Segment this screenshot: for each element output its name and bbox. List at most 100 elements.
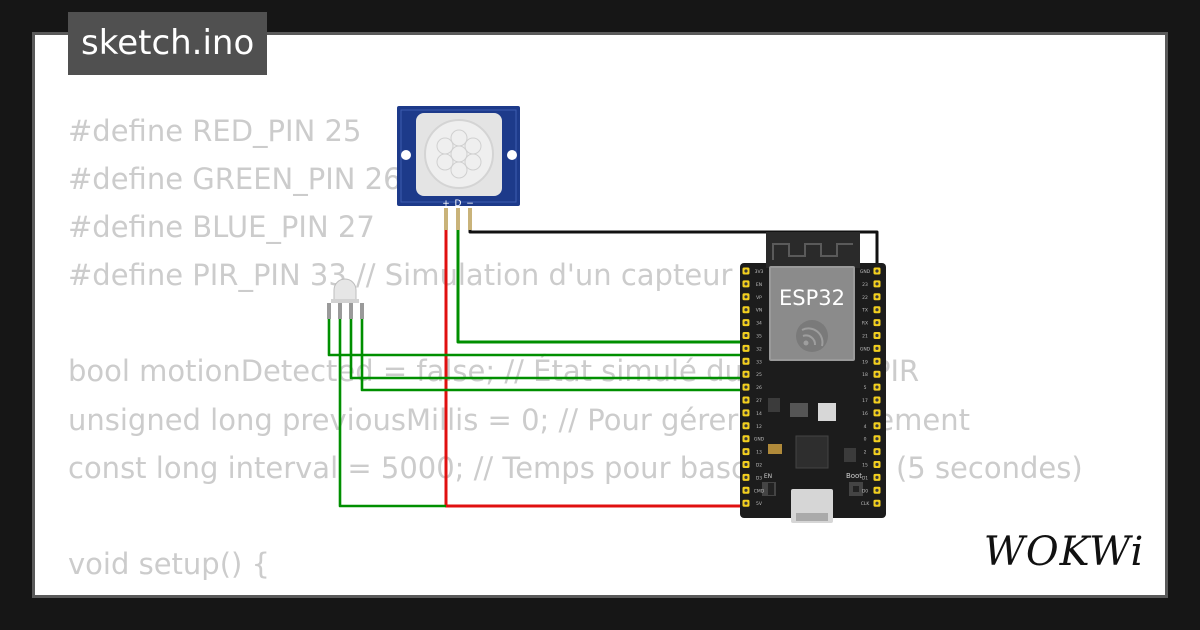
left-pin-label: D2 [756,463,762,469]
left-pin-hole [744,475,748,479]
right-pin-hole [875,333,879,338]
left-pin-hole [744,424,748,428]
right-pin-label: 17 [862,398,868,404]
left-pin-hole [744,398,748,402]
code-line: // Initialiser les broches des LED comme… [68,588,1083,596]
right-pin-hole [875,282,879,286]
right-pin-label: RX [862,321,868,327]
wokwi-logo-text: WOKWi [984,529,1145,575]
green-wire-green-led[interactable] [338,318,446,508]
code-line: #define BLUE_PIN 27 [68,210,375,245]
left-pin-hole [744,462,748,467]
right-pin-label: 23 [862,282,868,288]
board-en-label: EN [764,473,772,480]
right-pin-label: 19 [862,359,868,365]
left-pin-hole [744,333,748,338]
right-pin-label: 22 [862,295,868,301]
left-pin-label: 14 [756,411,762,417]
green-wire-red-led[interactable] [327,318,746,357]
left-pin-label: 13 [756,450,762,456]
right-pin-hole [875,372,879,376]
right-pin-hole [875,269,879,273]
pir-sensor[interactable]: + D − [397,106,520,230]
left-pin-hole [744,308,748,312]
right-pin-hole [875,437,879,441]
file-tab[interactable]: sketch.ino [68,12,268,75]
board-boot-label: Boot [846,472,862,480]
right-pin-label: D1 [862,475,868,481]
left-pin-label: 5V [756,501,763,507]
left-pin-label: 25 [756,372,762,378]
left-pin-label: D3 [756,475,762,481]
right-pin-hole [875,475,879,479]
right-pin-hole [875,359,879,363]
left-pin-hole [744,282,748,286]
right-pin-hole [875,321,879,325]
wokwi-logo: WOKWi [984,529,1145,575]
right-pin-hole [875,308,879,312]
code-line: #define PIR_PIN 33 // Simulation d'un ca… [68,258,788,293]
right-pin-hole [875,488,879,492]
right-pin-label: 2 [864,450,867,456]
right-pin-label: GND [860,269,871,275]
right-pin-hole [875,424,879,428]
green-wire-led-common[interactable] [349,318,746,380]
left-pin-hole [744,269,748,273]
pir-pin-minus-label: − [466,199,474,209]
right-pin-hole [875,385,879,389]
right-pin-hole [875,501,879,505]
wires [327,211,879,508]
left-pin-hole [744,501,748,505]
left-pin-header: 3V3ENVPVN343532332526271412GND13D2D3CMD5… [742,267,765,507]
red-wire[interactable] [444,211,746,508]
left-pin-hole [744,437,748,441]
green-wire-pir-data[interactable] [456,211,746,344]
right-pin-label: GND [860,346,871,352]
left-pin-label: 35 [756,334,762,340]
code-line: #define GREEN_PIN 26 [68,162,402,197]
right-pin-label: TX [861,308,868,314]
right-pin-hole [875,462,879,467]
left-pin-label: 34 [756,321,762,327]
left-pin-label: 27 [756,398,762,404]
right-pin-hole [875,295,879,299]
right-pin-label: D0 [862,488,868,494]
left-pin-label: 26 [756,385,762,391]
left-pin-label: GND [754,437,765,443]
right-pin-hole [875,411,879,415]
left-pin-hole [744,372,748,376]
left-pin-hole [744,295,748,299]
left-pin-label: EN [756,282,762,288]
right-pin-label: 4 [864,424,867,430]
left-pin-hole [744,346,748,350]
left-pin-hole [744,411,748,415]
right-pin-label: CLK [861,501,871,507]
left-pin-label: CMD [754,488,765,494]
espressif-logo [796,320,828,352]
pir-pin-plus-label: + [442,199,450,209]
right-pin-label: 5 [864,385,867,391]
green-wire-pin27[interactable] [458,342,746,402]
code-line: #define RED_PIN 25 [68,114,362,148]
left-pin-hole [744,385,748,389]
right-pin-hole [875,450,879,454]
right-pin-label: 0 [864,437,867,443]
left-pin-label: 32 [756,346,762,352]
code-line: void setup() { [68,546,270,581]
left-pin-hole [744,488,748,492]
pir-pin-data-label: D [455,199,462,209]
left-pin-label: VN [756,308,762,314]
left-pin-hole [744,321,748,325]
left-pin-label: 33 [756,359,762,365]
green-wire-blue-led[interactable] [360,318,746,392]
right-pin-hole [875,398,879,402]
esp32-chip-label: ESP32 [779,286,845,310]
esp32-board[interactable]: ESP32 EN Boot 3V3ENVPVN34353233252627141… [740,232,886,523]
left-pin-label: 3V3 [755,269,764,275]
right-pin-label: 21 [862,334,868,340]
right-pin-hole [875,346,879,350]
rgb-led[interactable] [327,278,364,319]
left-pin-label: 12 [756,424,762,430]
